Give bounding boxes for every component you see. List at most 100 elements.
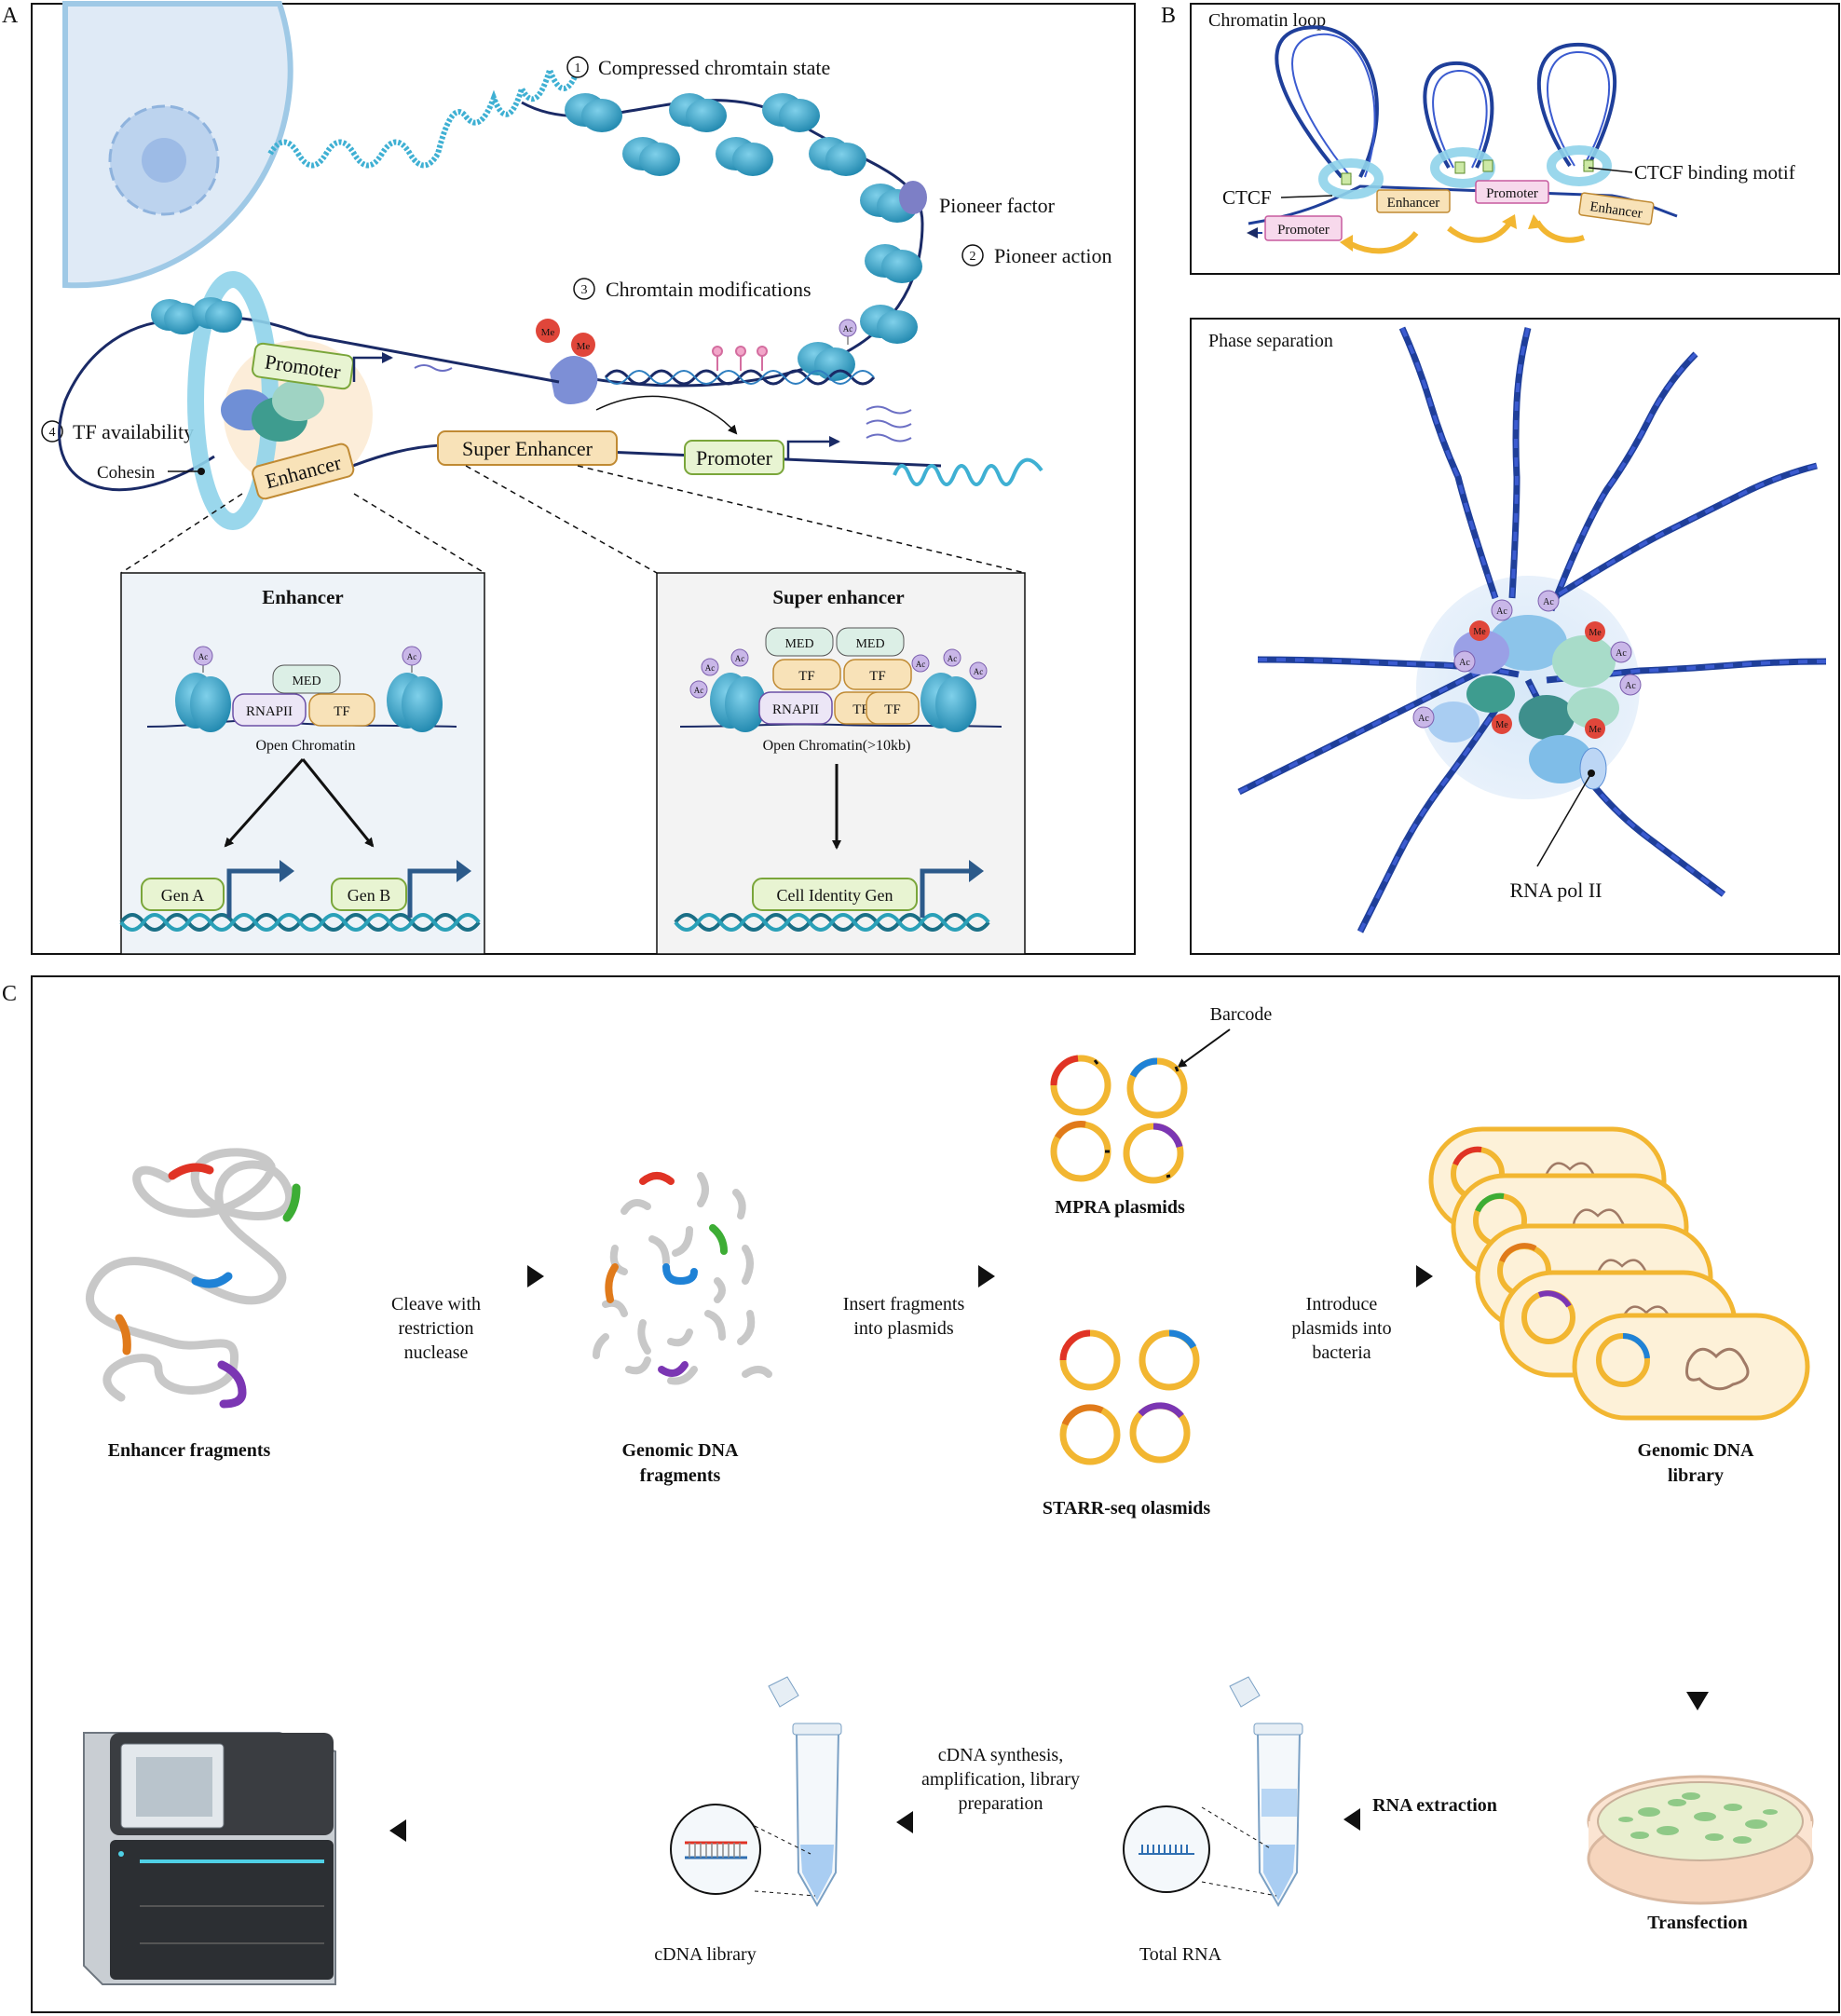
svg-text:Super Enhancer: Super Enhancer [462, 437, 593, 460]
chromatin-loop-title: Chromatin loop [1208, 10, 1326, 31]
inset-super-title: Super enhancer [772, 586, 904, 608]
rna-pol-pointer [1536, 772, 1592, 867]
svg-text:Promoter: Promoter [696, 446, 773, 470]
me-mark: Me [1585, 718, 1605, 739]
cdna-library-label: cDNA library [654, 1944, 756, 1965]
nucleosome [762, 93, 820, 132]
sequencer [83, 1732, 336, 1985]
rnapii-box: RNAPII [758, 691, 833, 725]
ac-mark: Ac [193, 646, 213, 673]
step-2: 2 Pioneer action [961, 244, 1111, 267]
enhancer-box-b1: Enhancer [1376, 189, 1451, 213]
ctcf-motif-pointer [1588, 167, 1633, 173]
nucleosome-array [565, 93, 922, 381]
ac-mark: Ac [402, 646, 422, 673]
rnapii-box: RNAPII [232, 693, 307, 727]
svg-text:Ac: Ac [916, 660, 926, 669]
activation-arc [595, 395, 738, 435]
condensate-proteins [1427, 615, 1619, 790]
nucleosome [809, 137, 866, 176]
ctcf-rings [1318, 145, 1612, 199]
step-1-number: 1 [575, 61, 581, 75]
introduce-line-1: Introduce [1306, 1294, 1378, 1314]
nucleosome [716, 137, 773, 176]
transfection-label: Transfection [1647, 1913, 1747, 1933]
svg-text:Ac: Ac [1418, 714, 1429, 724]
introduce-line-3: bacteria [1312, 1342, 1371, 1363]
ctcf-motifs [1341, 159, 1594, 185]
step-3-label: Chromtain modifications [606, 278, 811, 301]
power-indicator-icon [118, 1851, 124, 1857]
cdna-library-circle [670, 1804, 761, 1895]
panel-c-letter: C [2, 982, 17, 1006]
cdna-arrowhead [896, 1811, 913, 1833]
svg-text:Ac: Ac [1459, 658, 1470, 668]
step-2-number: 2 [970, 250, 976, 264]
cohesin-pointer-dot [198, 468, 205, 475]
step-3: 3 Chromtain modifications [573, 278, 811, 301]
svg-text:Ac: Ac [974, 667, 984, 676]
rna-extraction-arrowhead [1343, 1808, 1360, 1831]
svg-text:Me: Me [1589, 725, 1602, 735]
total-rna-label: Total RNA [1139, 1944, 1222, 1965]
svg-text:Ac: Ac [1496, 606, 1507, 617]
petri-dish [1587, 1775, 1814, 1905]
step-4-label: TF availability [73, 420, 194, 443]
inset-enhancer-title: Enhancer [262, 586, 344, 608]
zoom-line [754, 1825, 811, 1855]
me-marks-b: Me Me Me Me [1469, 620, 1605, 739]
svg-text:Me: Me [577, 341, 591, 352]
svg-text:Me: Me [1589, 628, 1602, 638]
step-3-number: 3 [581, 283, 588, 297]
svg-text:Ac: Ac [1543, 597, 1554, 607]
tf-complex [221, 380, 324, 442]
mpra-plasmids [1050, 1055, 1188, 1184]
svg-text:Ac: Ac [948, 654, 958, 663]
cleave-line-3: nuclease [404, 1342, 469, 1363]
starr-plasmids [1059, 1329, 1200, 1465]
rna-extraction-label: RNA extraction [1372, 1795, 1497, 1816]
total-rna-tube [1229, 1676, 1303, 1908]
cleave-arrowhead [527, 1265, 544, 1287]
med-box: MED [765, 627, 834, 657]
ctcf-pointer [1280, 195, 1333, 198]
tf-box: TF [866, 691, 920, 725]
svg-text:TF: TF [869, 669, 886, 684]
ac-marks-b: Ac Ac Ac Ac Ac Ac [1412, 590, 1642, 729]
svg-text:TF: TF [798, 669, 815, 684]
gene-b-box: Gen B [331, 878, 407, 911]
ac-mark: Ac [730, 648, 749, 667]
ac-mark: Ac [1491, 599, 1513, 621]
genomic-fragments-label-1: Genomic DNA [622, 1440, 740, 1461]
interaction-arrowheads [1340, 214, 1543, 252]
cohesin-label: Cohesin [97, 463, 156, 483]
enhancer-color-segments [115, 1163, 301, 1409]
me-mark: Me [1585, 621, 1605, 642]
svg-text:Ac: Ac [705, 663, 716, 673]
promoter-box-b2: Promoter [1475, 180, 1549, 204]
panel-a-frame [31, 3, 1136, 955]
modifier-enzyme [550, 356, 598, 404]
ac-mark: Ac [689, 680, 708, 699]
insert-line-1: Insert fragments [843, 1294, 965, 1314]
step-4: 4 TF availability [41, 420, 194, 443]
rna-pol-label: RNA pol II [1510, 879, 1602, 902]
panel-c: C Enhancer fragments Cleave with restric… [2, 975, 1840, 2013]
nucleosome-pair [151, 297, 242, 334]
coil-right [893, 457, 1043, 486]
transcript-a1 [414, 364, 453, 372]
step-1-label: Compressed chromtain state [598, 56, 830, 79]
inset-super-caption: Open Chromatin(>10kb) [763, 738, 911, 754]
me-mark: Me [1469, 620, 1490, 641]
panel-b-letter: B [1161, 4, 1176, 28]
panel-b: B Chromatin loop CTCF CTCF binding motif… [1161, 3, 1840, 955]
nucleosome [865, 244, 922, 283]
tss-arrow-a1 [352, 352, 393, 382]
svg-text:TF: TF [334, 704, 350, 719]
panel-a: A Ac 1 Compressed chromtain state [2, 0, 1136, 955]
chromatin-fiber [267, 61, 580, 169]
enhancer-fragments-label: Enhancer fragments [108, 1440, 271, 1461]
pioneer-factor-shape [899, 181, 927, 214]
barcode-pointer [1177, 1028, 1231, 1069]
